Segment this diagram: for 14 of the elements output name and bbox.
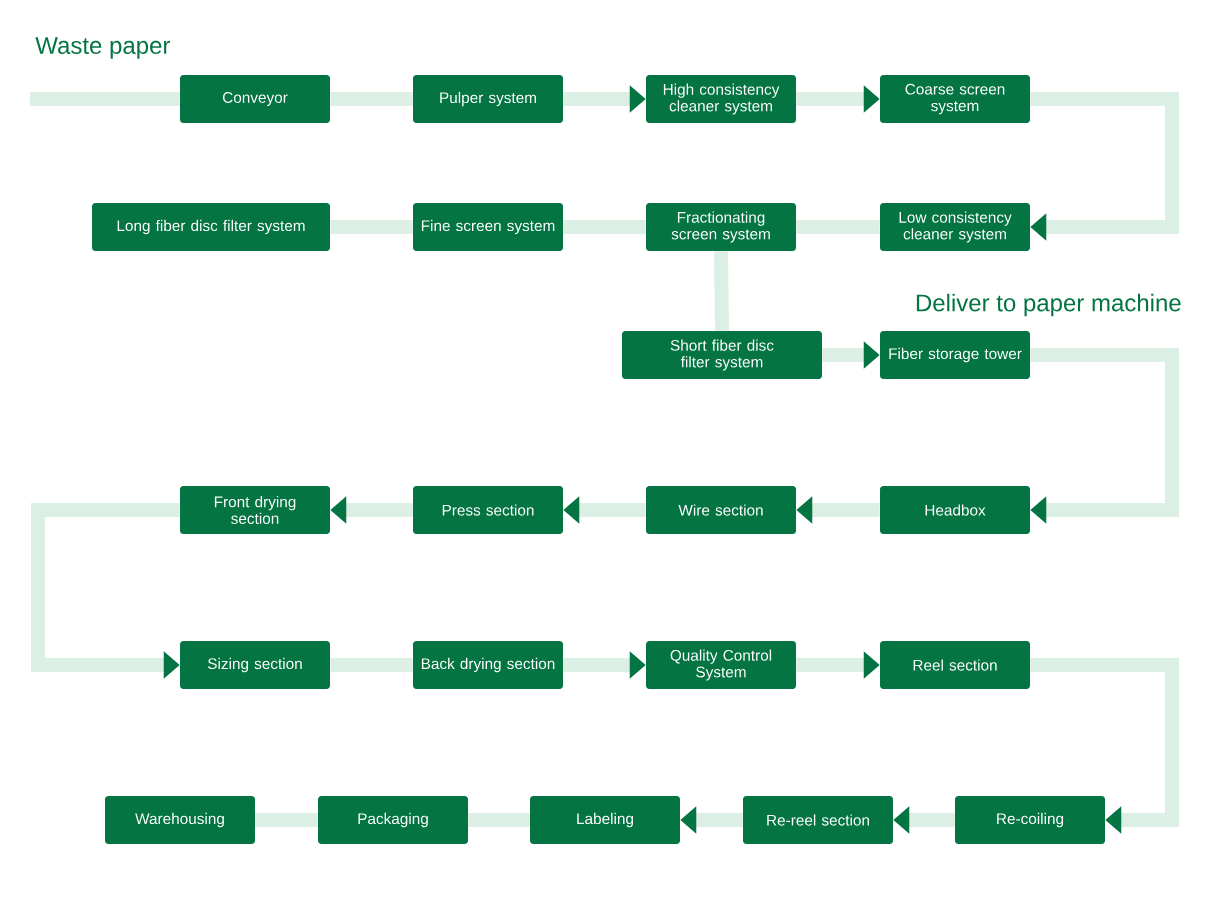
heading: Waste paper bbox=[35, 37, 170, 59]
process-box: Fractionating screen system bbox=[646, 203, 796, 251]
process-box: Long fiber disc filter system bbox=[92, 203, 330, 251]
flow-arrow bbox=[1030, 92, 1179, 241]
process-box: Pulper system bbox=[413, 75, 563, 123]
process-box: Warehousing bbox=[105, 796, 255, 844]
heading: Deliver to paper machine bbox=[916, 293, 1181, 317]
process-box: Short fiber disc filter system bbox=[622, 331, 822, 379]
process-box: Fine screen system bbox=[413, 203, 563, 251]
flow-arrow bbox=[1030, 658, 1179, 834]
process-box: Packaging bbox=[318, 796, 468, 844]
process-box: Back drying section bbox=[413, 641, 563, 689]
process-box: Conveyor bbox=[180, 75, 330, 123]
flow-arrow bbox=[1030, 348, 1179, 524]
